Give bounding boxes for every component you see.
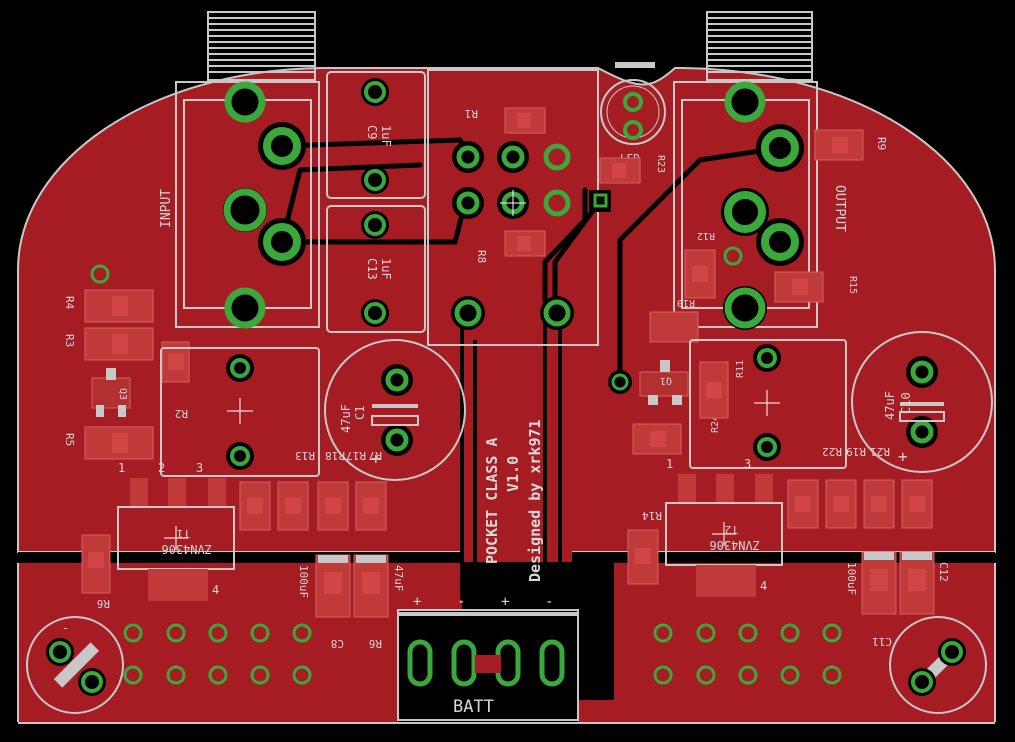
t2-part: ZVN4306 [709,538,760,552]
batt-minus-1: - [457,594,465,610]
c8-label: C8 [331,637,344,650]
r14-label: R14 [642,509,662,522]
t2-pin1: 1 [666,457,673,471]
led: LED R23 [599,62,666,184]
c6-label: R6 [369,637,382,650]
r4-label: R4 [63,296,76,310]
left-resistor-row [239,481,387,531]
right-trimmer: R11 R22 R19 R21 [689,339,890,469]
board-version: V1.0 [504,456,522,492]
r12-label: R12 [697,230,715,241]
c1-value: 47uF [339,404,353,433]
c9-label: C9 [365,125,379,139]
t1-label: T1 [177,527,190,540]
right-resistor-row [787,479,933,529]
left-resistors: R4 R3 R5 R2 Q3 [63,264,190,460]
r7-label: R7 [369,449,382,462]
capacitor-c9: C9 1uF [326,71,426,199]
battery-connector: BATT + - + - [397,594,579,721]
r10-label: R10 [677,297,695,308]
output-label: OUTPUT [832,185,847,232]
t1-pin3: 3 [196,461,203,475]
left-trimmer: R13 R18 R17 R7 [160,347,382,477]
r3-label: R3 [63,334,76,347]
batt-plus-1: + [413,594,421,610]
center-module: R1 R8 [427,69,611,346]
c10-value: 47uF [883,391,897,420]
r8-label: R8 [475,250,488,263]
batt-label: BATT [453,697,494,717]
mosfet-t1: T1 ZVN4306 1 2 3 4 [117,461,235,601]
r13-label: R13 [295,449,315,462]
mount-hole-right [889,616,987,714]
r2-label: R2 [175,407,188,420]
t2-pin3: 3 [744,457,751,471]
t1-pin2: 2 [158,461,165,475]
q1-label: Q1 [660,375,672,386]
board-credit: Designed by xrk971 [526,419,544,582]
t1-pin1: 1 [118,461,125,475]
proto-pads-right [653,623,842,685]
r11-label: R11 [735,360,746,378]
input-jack: INPUT [159,81,320,329]
capacitor-c1: 47uF C1 + [324,339,466,481]
t1-part: ZVN4306 [161,542,212,556]
output-jack-tab [706,11,813,81]
proto-pads-left [123,623,312,685]
c3-minus: - [62,621,69,635]
input-jack-tab [207,11,316,81]
mosfet-t2: T2 ZVN4306 1 3 4 R14 [627,457,783,597]
c9-value: 1uF [379,125,393,147]
t2-pin4: 4 [760,579,767,593]
battery-pads [405,637,567,689]
r5-label: R5 [63,433,76,446]
mount-hole-left: - [26,616,124,714]
right-resistors: R9 R12 R15 R10 R24 Q1 [608,129,888,455]
c10-plus: + [898,447,908,466]
c12-value: 100uF [845,562,858,595]
c11-label: C11 [872,635,892,648]
c13-label: C13 [365,258,379,280]
input-label: INPUT [159,189,174,228]
c1-plus: + [371,449,381,468]
c12-label: C12 [937,562,950,582]
c10-label: C10 [899,392,913,414]
r1-label: R1 [465,107,478,120]
q3-label: Q3 [117,388,128,400]
board-title: POCKET CLASS A [483,438,501,564]
output-jack: OUTPUT [673,81,847,330]
bottom-right-parts: 100uF C11 C12 [845,551,950,648]
batt-plus-2: + [501,594,509,610]
r23-label: R23 [655,155,666,173]
r24-label: R24 [710,415,721,433]
r22-label: R22 [822,445,842,458]
r19-label: R19 [846,445,866,458]
c8-value: 100uF [297,565,310,598]
capacitor-c10: 47uF C10 + [851,331,993,473]
bottom-left-parts: R6 100uF C8 47uF R6 [81,534,405,650]
t1-pin4: 4 [212,583,219,597]
r6-label: R6 [97,597,110,610]
batt-minus-2: - [545,594,553,610]
center-pad-grid [452,141,571,219]
battery-traces [460,300,606,700]
t2-label: T2 [725,523,738,536]
r9-label: R9 [875,137,888,150]
center-bridge [462,340,572,562]
board-title-block: POCKET CLASS A V1.0 Designed by xrk971 [483,419,544,582]
r15-label: R15 [847,276,858,294]
c13-value: 1uF [379,258,393,280]
c1-label: C1 [353,406,367,420]
capacitor-c13: C13 1uF [326,205,426,333]
c6-value: 47uF [392,565,405,592]
r17-label: R17 [346,449,366,462]
